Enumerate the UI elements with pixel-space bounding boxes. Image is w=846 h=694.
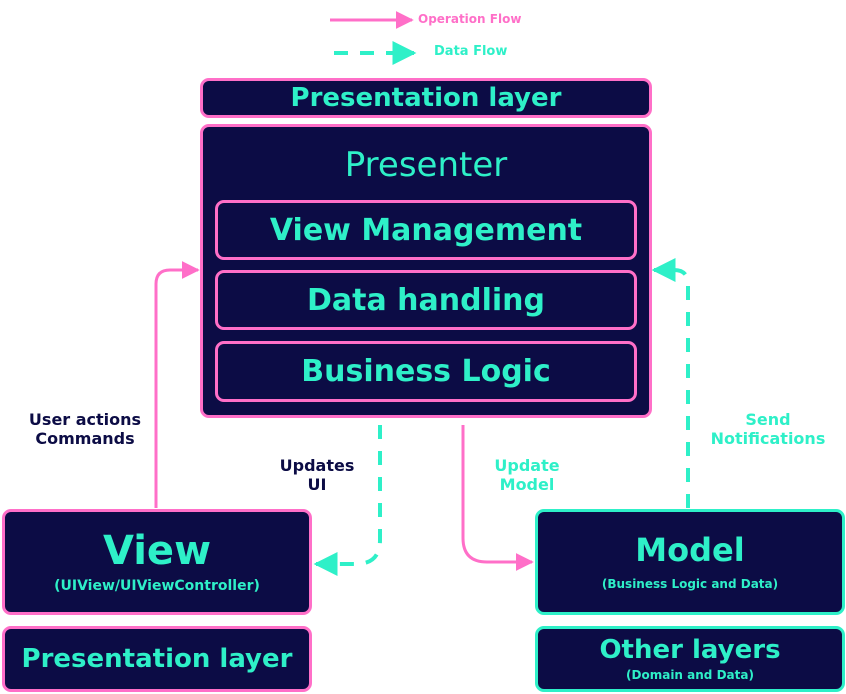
presenter-item-label: Business Logic (301, 354, 551, 389)
presenter-item-label: View Management (269, 212, 583, 248)
top-presentation-layer-label: Presentation layer (290, 83, 562, 113)
send-notifications-label: Send Notifications (710, 410, 826, 449)
other-layers-box: Other layers (Domain and Data) (535, 626, 845, 692)
presenter-item-label: Data handling (306, 282, 545, 318)
legend-data-label: Data Flow (434, 44, 508, 59)
user-actions-label: User actions Commands (28, 410, 142, 449)
send-notifications-arrow (651, 258, 690, 508)
user-actions-arrow (154, 261, 200, 508)
updates-ui-arrow (313, 425, 382, 576)
model-title: Model (635, 531, 745, 570)
presenter-item-data-handling: Data handling (215, 270, 637, 330)
presenter-item-view-management: View Management (215, 200, 637, 260)
view-presentation-layer-label: Presentation layer (21, 644, 293, 674)
update-model-label: Update Model (494, 456, 560, 495)
other-layers-title: Other layers (599, 634, 781, 665)
view-subtitle: (UIView/UIViewController) (54, 578, 260, 594)
presenter-item-business-logic: Business Logic (215, 341, 637, 402)
updates-ui-label: Updates UI (279, 456, 355, 495)
other-layers-subtitle: (Domain and Data) (626, 668, 754, 683)
view-box: View (UIView/UIViewController) (2, 509, 312, 615)
update-model-arrow (461, 425, 534, 571)
top-presentation-layer: Presentation layer (200, 78, 652, 118)
presenter-title: Presenter (344, 145, 508, 185)
legend-operation-label: Operation Flow (418, 12, 522, 26)
view-title: View (102, 528, 212, 574)
view-presentation-layer: Presentation layer (2, 626, 312, 692)
model-subtitle: (Business Logic and Data) (601, 576, 779, 591)
model-box: Model (Business Logic and Data) (535, 509, 845, 615)
